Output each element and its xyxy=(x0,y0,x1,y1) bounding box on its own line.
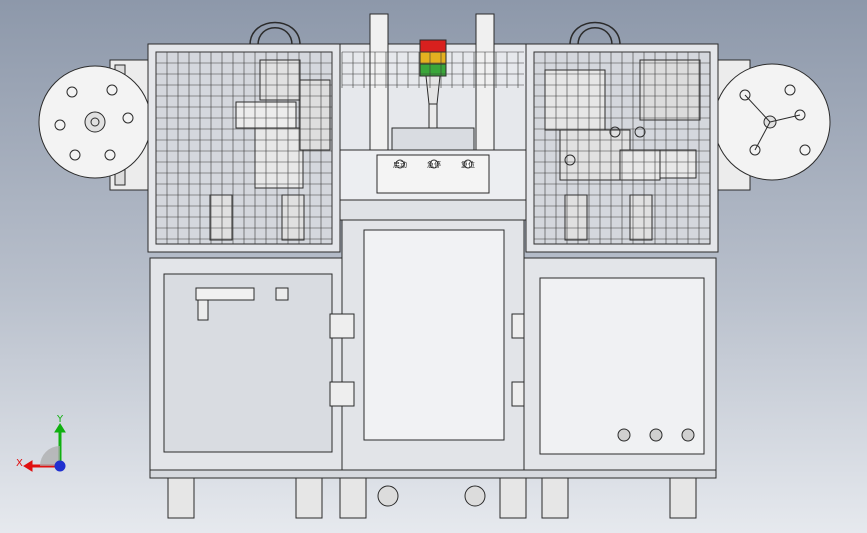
machine-base xyxy=(149,469,717,519)
guard-mesh xyxy=(155,51,711,244)
coordinate-triad-icon xyxy=(23,423,66,472)
x-axis-label: X xyxy=(16,458,23,469)
signal-light-red xyxy=(419,39,447,53)
reset-button-icon[interactable] xyxy=(463,159,473,169)
emergency-stop-button-icon[interactable] xyxy=(429,159,439,169)
right-tape-reel xyxy=(709,59,831,191)
right-mechanism xyxy=(544,59,701,241)
signal-light-yellow xyxy=(419,51,447,65)
left-tape-reel xyxy=(38,59,152,191)
emergency-stop-button-label: 急停 xyxy=(427,161,441,169)
center-lower-cabinet xyxy=(329,219,537,473)
start-button-icon[interactable] xyxy=(395,159,405,169)
signal-tower xyxy=(419,39,447,129)
control-panel xyxy=(376,154,490,194)
left-lower-cabinet xyxy=(149,257,343,473)
reset-button-label: 复位 xyxy=(461,161,475,169)
start-button-label: 启动 xyxy=(393,161,407,169)
air-hoses xyxy=(249,21,621,46)
y-axis-label: Y xyxy=(57,414,64,425)
right-lower-cabinet xyxy=(523,257,717,473)
